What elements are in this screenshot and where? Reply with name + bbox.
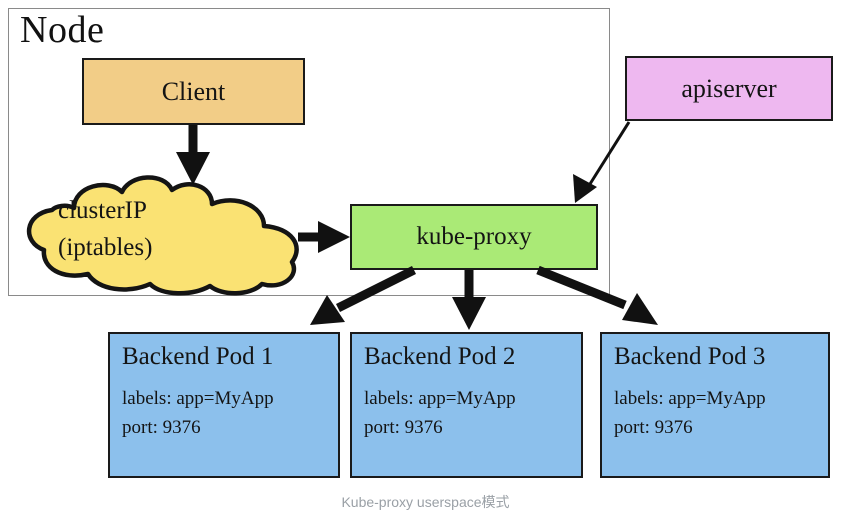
pod-labels: labels: app=MyApp [614,388,766,409]
apiserver-node: apiserver [625,56,833,121]
pod-labels: labels: app=MyApp [364,388,516,409]
backend-pod-1: Backend Pod 1 labels: app=MyApp port: 93… [108,332,340,478]
pod-port: port: 9376 [122,417,201,438]
pod-title: Backend Pod 1 [122,343,274,370]
pod-port: port: 9376 [614,417,693,438]
kube-proxy-label: kube-proxy [416,223,532,250]
client-label: Client [161,76,226,106]
pod-labels: labels: app=MyApp [122,388,274,409]
apiserver-label: apiserver [681,73,777,103]
backend-pod-3: Backend Pod 3 labels: app=MyApp port: 93… [600,332,830,478]
diagram-caption: Kube-proxy userspace模式 [341,494,510,510]
kube-proxy-node: kube-proxy [350,204,598,270]
client-node: Client [82,58,305,125]
pod-title: Backend Pod 2 [364,343,516,370]
cloud-shape-icon [26,175,299,296]
node-label: Node [20,9,105,51]
clusterip-cloud-node: clusterIP (iptables) [12,170,312,298]
pod-port: port: 9376 [364,417,443,438]
pod-title: Backend Pod 3 [614,343,766,370]
backend-pod-2: Backend Pod 2 labels: app=MyApp port: 93… [350,332,583,478]
